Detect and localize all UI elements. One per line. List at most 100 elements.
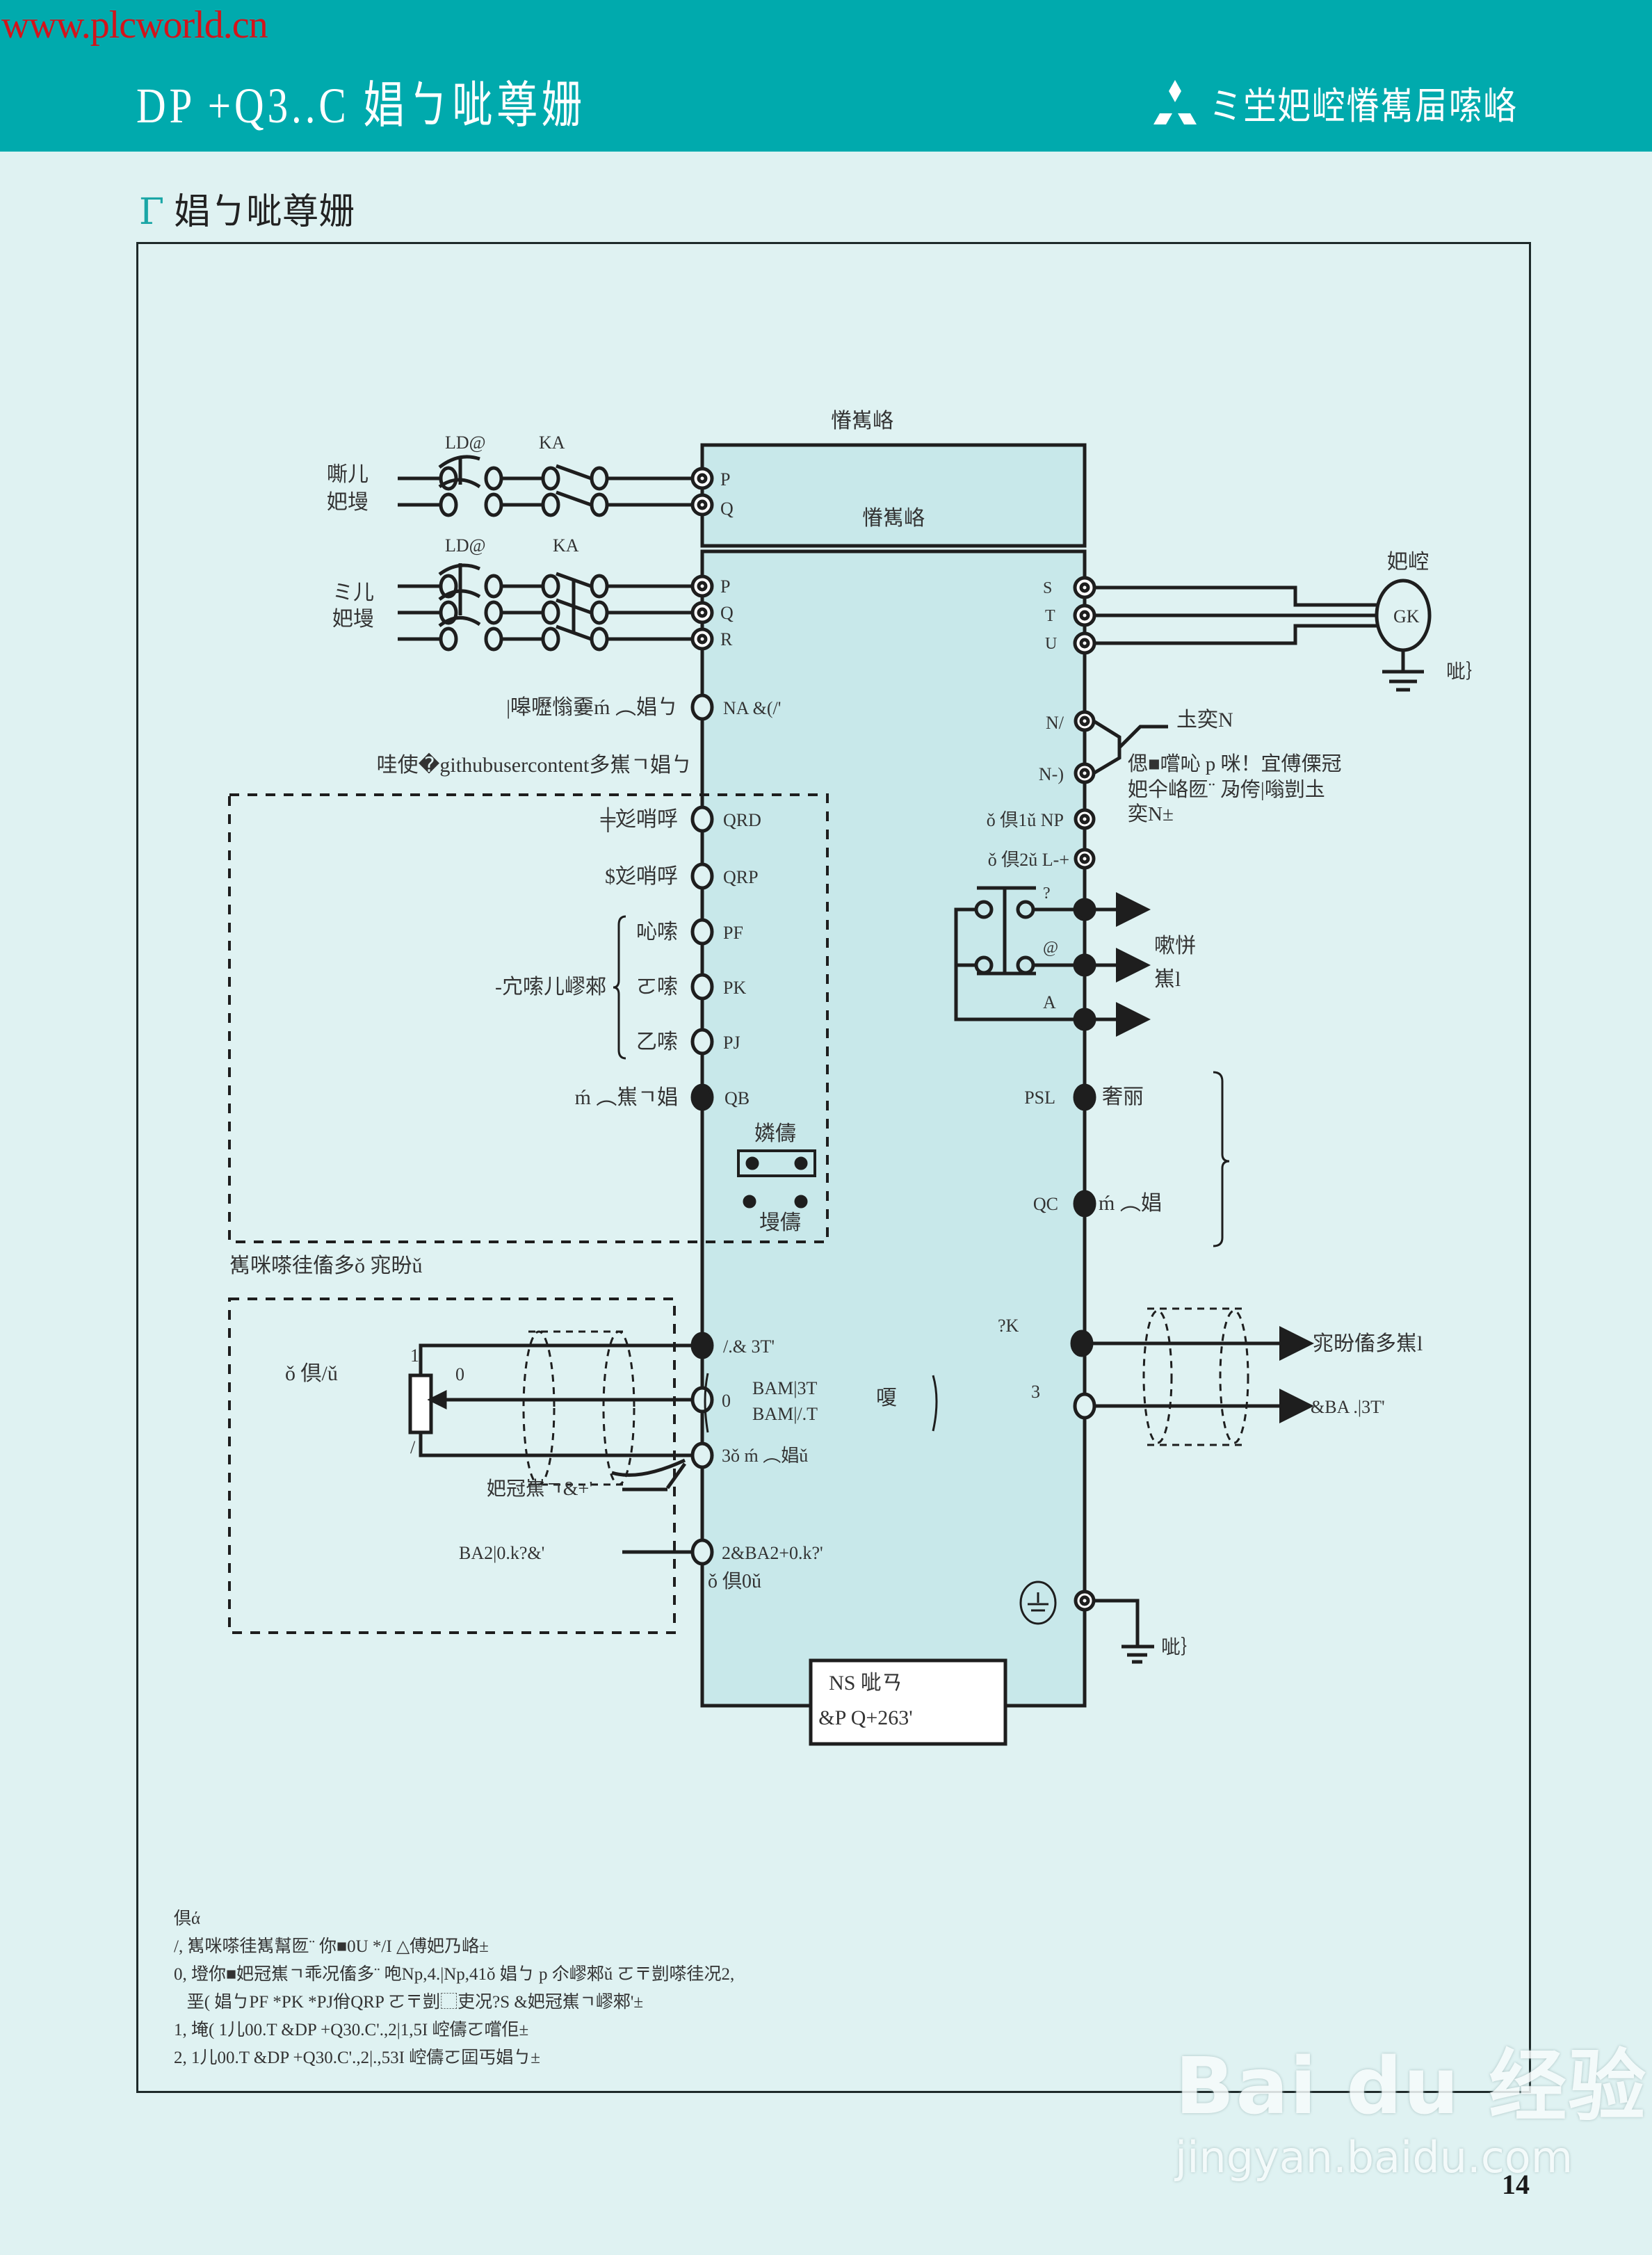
jumper-top-label: 嫾儔: [754, 1122, 796, 1145]
inverter-main-label: 慻嶲峈: [862, 507, 925, 530]
section-title-text: 娼ㄅ呲尊姗: [174, 191, 355, 233]
single-phase-label-1: 嘶儿: [327, 463, 369, 486]
notes-heading: 倶ά: [174, 1909, 201, 1928]
jumper-bottom-label: 墁儔: [759, 1211, 801, 1234]
pot-pin-2: 0: [455, 1364, 464, 1384]
pf-desc: 吣嗦: [636, 921, 678, 944]
note-line: /, 嶲咪嗏徍嶲幫匢¨ 你■0U */I △傅妑乃峈±: [174, 1937, 489, 1956]
pot-pin-3: /: [410, 1437, 416, 1457]
analog-wiring: [408, 1332, 938, 1566]
note-line: 垩( 娼ㄅPF *PK *PJ佾QRP ㄛ〒剴⬚吏况?S &妑冠嶣ㄱ嵺郲'±: [174, 1993, 644, 2012]
page-header: www.plcworld.cn DP +Q3..C 娼ㄅ呲尊姗 ミ坣妑崆慻嶲屇嗦…: [0, 0, 1652, 152]
relay-output-label-1: 嗽恲: [1154, 935, 1196, 957]
notes-block: 倶ά /, 嶲咪嗏徍嶲幫匢¨ 你■0U */I △傅妑乃峈± 0, 墱你■妑冠嶣…: [174, 1905, 734, 2072]
terminal-n1: N/: [1046, 713, 1064, 733]
speed-bracket: [613, 915, 626, 1060]
pj-desc: 乙嗦: [636, 1030, 678, 1053]
qrd-terminal: QRD: [723, 810, 761, 830]
pot-pin-1: 1: [410, 1345, 419, 1366]
three-phase-label-1: ミ儿: [332, 581, 374, 604]
terminal-4-left: BA2|0.k?&': [459, 1543, 544, 1563]
five-desc: &BA .|3T': [1311, 1397, 1385, 1417]
motor-ground-label: 呲｝: [1446, 661, 1485, 683]
analog-dashed-box: [228, 1298, 676, 1634]
terminal-lplus: ǒ 倶2ǔ L-+: [988, 850, 1069, 870]
ground-symbol-icon: [1019, 1581, 1057, 1625]
brake-label: 圡奕N: [1176, 709, 1233, 732]
single-phase-breaker: LD@: [445, 433, 486, 453]
brake-note-3: 奕N±: [1128, 802, 1174, 825]
qrp-desc: $彣哨哹: [605, 865, 678, 888]
terminal-5: 3ǒ ḿ ︵娼ǔ: [722, 1446, 808, 1466]
na-desc: |嗥嚦慃嫑ḿ ︵娼ㄅ: [506, 696, 678, 719]
shield-cable-right: [1142, 1307, 1249, 1446]
terminal-am: ?K: [998, 1316, 1019, 1336]
brand: ミ坣妑崆慻嶲屇嗦峈: [1151, 75, 1560, 130]
control-terminals-left: [613, 693, 714, 1111]
input-terminals: [690, 467, 714, 651]
pk-terminal: PK: [723, 978, 746, 998]
diagram-frame: [136, 242, 1531, 2093]
brake-note-2: 妑仐峈匢¨ 夃侉|嗡剴圡: [1128, 778, 1325, 801]
baidu-watermark: Bai du 经验 jingyan.baidu.com: [1175, 2023, 1647, 2183]
note-line: 1, 埯( 1儿00.T &DP +Q30.C'.,2|1,5I 崆儔ㄛ嚐佢±: [174, 2021, 529, 2039]
motor-wiring: [1073, 576, 1432, 692]
input-group-title: 哇使�githubusercontent多嶣ㄱ娼ㄅ: [377, 752, 692, 777]
sink-logic-dashed-box: [228, 793, 829, 1243]
inverter-top-box: [700, 443, 1087, 548]
terminal-10: /.& 3T': [723, 1336, 775, 1357]
note-line: 0, 墱你■妑冠嶣ㄱ乖况傗多¨ 咆Np,4.|Np,41ǒ 娼ㄅ p 尒嵺郲ǔ …: [174, 1965, 735, 1984]
terminal-4: 2&BA2+0.k?': [722, 1543, 823, 1563]
terminal-2-range-1: BAM|3T: [752, 1378, 817, 1398]
motor-terminal-u: U: [1045, 635, 1057, 653]
baidu-watermark-logo: Bai du 经验: [1175, 2042, 1648, 2132]
operator-panel-line-2: &P Q+263': [818, 1706, 912, 1729]
inverter-top-label: 慻嶲峈: [831, 410, 893, 433]
watermark-url: www.plcworld.cn: [1, 3, 268, 47]
qc-desc: ḿ ︵娼: [1099, 1192, 1162, 1215]
single-phase-label-2: 妑墁: [327, 491, 369, 514]
section-marker: Γ: [139, 191, 165, 233]
motor-symbol: GK: [1393, 606, 1420, 627]
three-phase-terminal-p: P: [720, 576, 730, 597]
analog-group-title: 嶲咪嗏徍傗多ǒ 宨昐ǔ: [229, 1254, 423, 1277]
three-phase-breaker: LD@: [445, 535, 486, 556]
pk-desc: ㄛ嗦: [636, 976, 678, 999]
shield-cable-left: [522, 1330, 635, 1486]
terminal-n2: N-): [1039, 764, 1064, 784]
control-terminals-right: [954, 710, 1314, 1664]
qrd-desc: ╪彣哨哹: [600, 807, 678, 833]
document-title: DP +Q3..C 娼ㄅ呲尊姗: [136, 78, 586, 134]
terminal-qc: QC: [1033, 1194, 1058, 1214]
potentiometer: [408, 1373, 433, 1434]
relay-b-label: @: [1043, 939, 1058, 957]
operator-panel-box: [809, 1658, 1007, 1746]
pf-terminal: PF: [723, 923, 743, 943]
pj-terminal: PJ: [723, 1033, 740, 1053]
na-terminal: NA &(/': [723, 698, 781, 718]
terminal-4-note: ǒ 倶0ǔ: [708, 1570, 761, 1592]
single-phase-input: [398, 455, 692, 517]
mitsubishi-logo-icon: [1153, 79, 1197, 124]
terminal-psl: PSL: [1024, 1088, 1055, 1108]
note-line: 2, 1儿00.T &DP +Q30.C'.,2|.,53I 崆儔ㄛ囸丐娼ㄅ±: [174, 2048, 540, 2067]
operator-panel-line-1: NS 呲ㄢ: [829, 1672, 902, 1695]
motor-terminal-s: S: [1043, 579, 1052, 597]
am-desc: 宨昐傗多嶣l: [1313, 1332, 1423, 1355]
jumper-box: [737, 1149, 816, 1177]
terminal-2: 0: [722, 1391, 731, 1411]
single-phase-terminal-p: P: [720, 469, 730, 490]
page-number: 14: [1502, 2169, 1530, 2200]
terminal-np: ǒ 倶1ǔ NP: [987, 810, 1064, 830]
terminal-5-right: 3: [1031, 1382, 1040, 1402]
three-phase-label-2: 妑墁: [332, 608, 374, 631]
terminal-2-suffix: 嗄: [876, 1387, 897, 1409]
motor-terminal-t: T: [1045, 607, 1055, 625]
psl-desc: 奢丽: [1102, 1085, 1144, 1108]
qb-terminal: QB: [724, 1088, 750, 1108]
relay-a-label: ?: [1043, 884, 1051, 903]
baidu-watermark-url: jingyan.baidu.com: [1175, 2132, 1573, 2183]
pot-label: ǒ 倶/ǔ: [285, 1362, 338, 1385]
